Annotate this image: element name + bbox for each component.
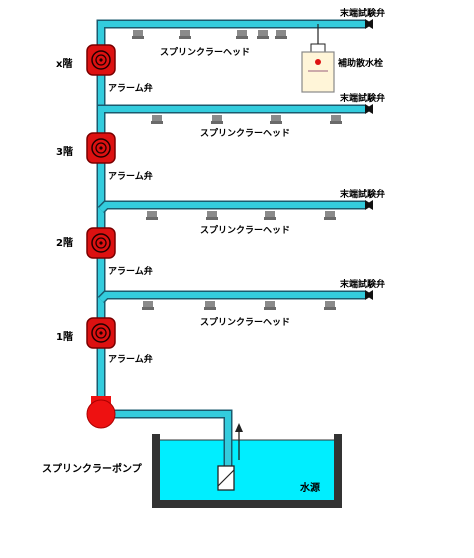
- sprinkler-head-icon: [146, 211, 158, 220]
- auxiliary-hydrant: 補助散水栓: [301, 51, 383, 93]
- tank-wall-left: [152, 434, 160, 508]
- sprinkler-head-icon: [151, 115, 163, 124]
- flow-arrow: [235, 423, 243, 432]
- end-valve-label-3: 末端試験弁: [339, 92, 385, 104]
- sprinkler-head-icon: [236, 30, 248, 39]
- floor-label-2: 2階: [56, 236, 73, 249]
- sprinkler-head-icon: [264, 301, 276, 310]
- sprinkler-head-icon: [257, 30, 269, 39]
- sprinkler-head-icon: [206, 211, 218, 220]
- heads-floor-2: [146, 211, 336, 220]
- alarm-valve-icon: [86, 44, 116, 76]
- main-riser: [96, 19, 365, 400]
- alarm-valve-icon: [86, 317, 116, 349]
- pump-label: スプリンクラーポンプ: [42, 462, 143, 475]
- heads-floor-x: [132, 30, 287, 39]
- alarm-valve-icon: [86, 132, 116, 164]
- head-label-x: スプリンクラーヘッド: [160, 46, 250, 58]
- branch-pipes: [96, 104, 365, 304]
- head-label-3: スプリンクラーヘッド: [200, 127, 290, 139]
- tank-floor: [152, 500, 342, 508]
- alarm-valve-icon: [86, 227, 116, 259]
- sprinkler-head-icon: [324, 211, 336, 220]
- sprinkler-head-icon: [211, 115, 223, 124]
- labels: x階 3階 2階 1階 アラーム弁 アラーム弁 アラーム弁 アラーム弁 スプリン…: [42, 7, 385, 475]
- sprinkler-head-icon: [275, 30, 287, 39]
- hydrant-label: 補助散水栓: [337, 57, 383, 69]
- head-label-2: スプリンクラーヘッド: [200, 224, 290, 236]
- hydrant-connector: [310, 43, 326, 53]
- alarm-valve-label-1: アラーム弁: [108, 353, 153, 365]
- hydrant-indicator-light: [315, 59, 321, 65]
- end-valve-icon: [365, 104, 373, 114]
- sprinkler-head-icon: [132, 30, 144, 39]
- sprinkler-head-icon: [142, 301, 154, 310]
- floor-label-3: 3階: [56, 145, 73, 158]
- floor-label-x: x階: [56, 57, 72, 70]
- end-valve-icon: [365, 200, 373, 210]
- water-tank: 水源: [152, 434, 342, 508]
- sprinkler-pump-icon: [86, 396, 116, 429]
- sprinkler-head-icon: [324, 301, 336, 310]
- sprinkler-head-icon: [270, 115, 282, 124]
- suction-pipe: [110, 409, 243, 491]
- tank-water: [160, 440, 334, 500]
- sprinkler-head-icon: [179, 30, 191, 39]
- end-valve-label-1: 末端試験弁: [339, 278, 385, 290]
- alarm-valves: [86, 44, 116, 349]
- alarm-valve-label-2: アラーム弁: [108, 265, 153, 277]
- sprinkler-head-icon: [204, 301, 216, 310]
- head-label-1: スプリンクラーヘッド: [200, 316, 290, 328]
- end-valve-icon: [365, 290, 373, 300]
- floor-label-1: 1階: [56, 330, 73, 343]
- end-valve-label-2: 末端試験弁: [339, 188, 385, 200]
- alarm-valve-label-3: アラーム弁: [108, 170, 153, 182]
- alarm-valve-label-x: アラーム弁: [108, 82, 153, 94]
- tank-wall-right: [334, 434, 342, 508]
- end-test-valves: [365, 19, 373, 300]
- sprinkler-head-icon: [264, 211, 276, 220]
- heads-floor-1: [142, 301, 336, 310]
- end-valve-icon: [365, 19, 373, 29]
- end-valve-label-x: 末端試験弁: [339, 7, 385, 19]
- tank-label: 水源: [299, 481, 320, 494]
- sprinkler-head-icon: [330, 115, 342, 124]
- heads-floor-3: [151, 115, 342, 124]
